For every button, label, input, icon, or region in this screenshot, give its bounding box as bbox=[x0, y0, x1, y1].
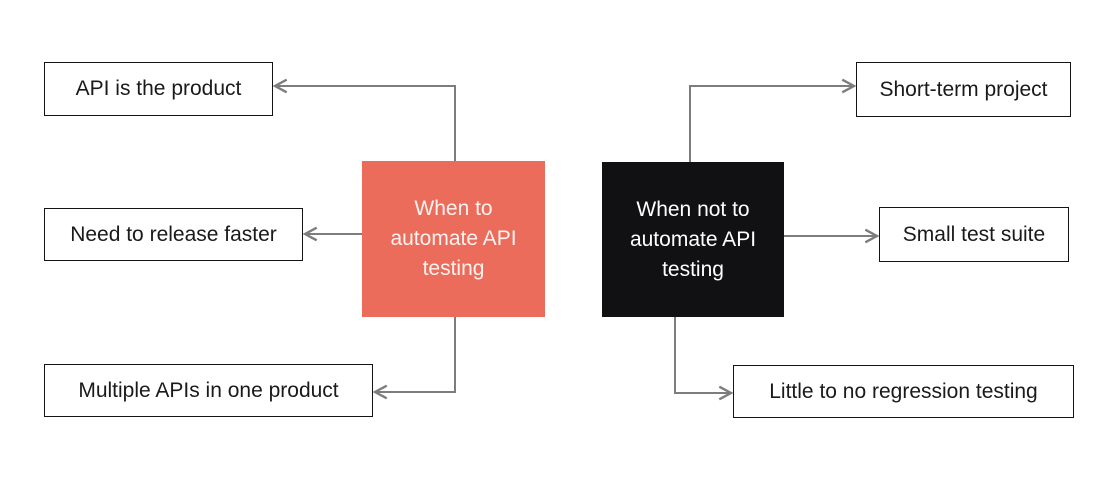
node-need-to-release-faster-label: Need to release faster bbox=[70, 222, 277, 246]
connector-when-not-to-little-regression bbox=[674, 317, 734, 401]
node-when-to-line3: testing bbox=[422, 257, 485, 280]
node-when-not-to-line3: testing bbox=[662, 257, 724, 281]
node-need-to-release-faster: Need to release faster bbox=[44, 208, 303, 261]
node-when-to-line2: automate API bbox=[390, 227, 517, 250]
node-little-to-no-regression-testing: Little to no regression testing bbox=[733, 365, 1074, 418]
node-multiple-apis-in-one-product: Multiple APIs in one product bbox=[44, 364, 373, 417]
node-when-not-to-automate: When not to automate API testing bbox=[602, 162, 784, 317]
connector-when-to-api-product bbox=[272, 78, 456, 161]
node-when-not-to-line2: automate API bbox=[629, 227, 757, 251]
connector-when-not-to-short-term bbox=[689, 78, 857, 162]
node-little-to-no-regression-testing-label: Little to no regression testing bbox=[769, 379, 1038, 403]
node-when-to-automate: When to automate API testing bbox=[362, 161, 545, 317]
node-when-to-line1: When to bbox=[414, 197, 493, 220]
connector-when-to-multiple-apis bbox=[372, 317, 456, 400]
node-short-term-project: Short-term project bbox=[856, 62, 1071, 117]
node-short-term-project-label: Short-term project bbox=[879, 77, 1048, 101]
node-small-test-suite-label: Small test suite bbox=[902, 222, 1046, 246]
node-multiple-apis-in-one-product-label: Multiple APIs in one product bbox=[78, 378, 339, 402]
node-api-is-the-product-label: API is the product bbox=[75, 77, 242, 101]
node-when-not-to-line1: When not to bbox=[636, 197, 750, 221]
node-api-is-the-product: API is the product bbox=[44, 62, 273, 116]
node-small-test-suite: Small test suite bbox=[879, 207, 1069, 262]
